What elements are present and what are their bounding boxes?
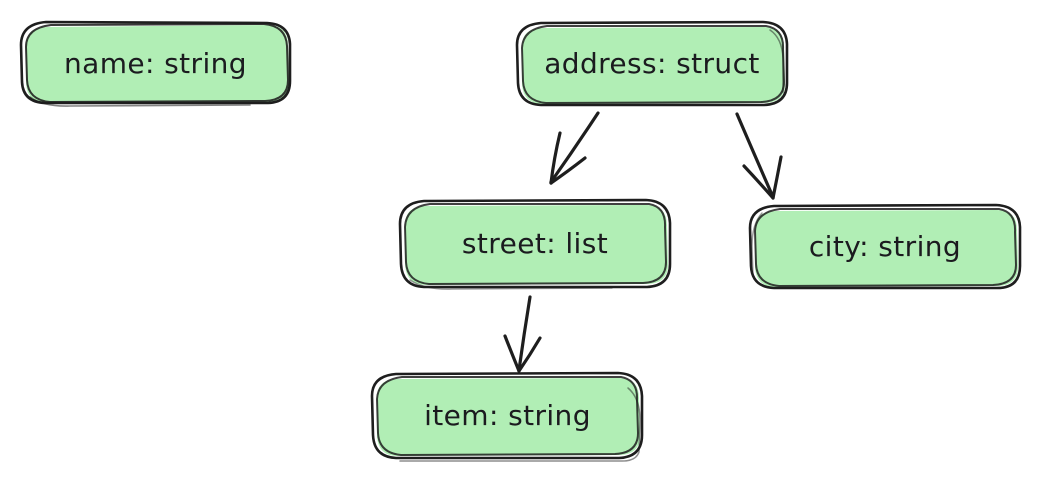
edge-street-item-arrowhead-right — [517, 336, 542, 373]
edge-address-street-arrowhead-right — [549, 156, 587, 185]
node-city-outline-a — [748, 203, 1022, 290]
node-item-outline-b — [376, 376, 639, 456]
node-address[interactable] — [515, 20, 789, 107]
edge-address-city[interactable] — [735, 112, 783, 200]
edge-address-city-line — [735, 112, 775, 199]
node-street-outline-b — [404, 203, 667, 285]
node-address-fill — [522, 27, 785, 104]
node-city-outline-b — [754, 208, 1017, 287]
node-address-outline-c — [769, 29, 784, 93]
node-city-fill — [755, 210, 1018, 287]
node-address-outline-a — [515, 20, 789, 107]
node-name-outline-c — [29, 96, 251, 107]
node-item[interactable] — [370, 371, 644, 462]
node-item-outline-a — [370, 371, 644, 460]
node-street-outline-c — [409, 279, 613, 290]
node-street-fill — [405, 205, 668, 285]
node-address-outline-b — [521, 25, 785, 104]
edge-address-street-line — [549, 111, 600, 184]
edge-address-city-arrowhead-right — [771, 155, 783, 200]
node-street[interactable] — [398, 198, 672, 290]
edge-address-city-arrowhead-left — [742, 164, 775, 200]
node-item-outline-c — [399, 387, 641, 462]
node-name-outline-a — [19, 20, 292, 105]
node-name-fill — [26, 25, 289, 103]
edge-address-street-arrowhead-left — [549, 131, 562, 185]
node-city-outline-c — [751, 212, 763, 277]
node-item-fill — [377, 378, 640, 456]
node-name[interactable] — [19, 20, 292, 107]
node-name-outline-b — [25, 23, 289, 103]
node-street-outline-a — [398, 198, 672, 289]
node-city[interactable] — [748, 203, 1022, 290]
edge-street-item-line — [517, 295, 532, 372]
edge-street-item[interactable] — [503, 295, 542, 373]
edge-street-item-arrowhead-left — [503, 334, 521, 373]
edge-address-street[interactable] — [549, 111, 600, 185]
